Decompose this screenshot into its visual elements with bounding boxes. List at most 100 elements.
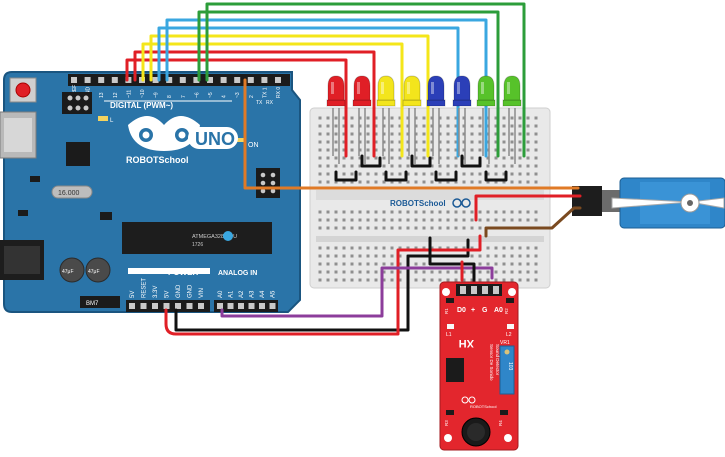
- wire-red-pin12: [133, 50, 376, 158]
- rx-label: RX: [266, 100, 274, 106]
- power-pin-label: 5V: [165, 291, 171, 298]
- led-red: [326, 75, 346, 164]
- digital-pin-label: ~10: [140, 89, 146, 98]
- servo-motor: [572, 177, 725, 229]
- sensor-resistor-label: R4: [498, 420, 503, 426]
- digital-pin-label: ~5: [208, 92, 214, 98]
- power-label-bar: [128, 268, 210, 274]
- smd-part: [18, 210, 28, 216]
- sensor-led-2-label: L2: [506, 332, 512, 338]
- sensor-header: [456, 284, 502, 296]
- pot-screw-icon: [504, 349, 510, 355]
- power-pin-label: GND: [176, 284, 182, 298]
- breadboard-logo-icon: [452, 198, 471, 208]
- sensor-brand: ROBOTSchool: [470, 404, 497, 409]
- wire-orange-pin3: [243, 78, 580, 190]
- wire-green-pin6: [205, 2, 526, 158]
- digital-pin-label: ~3: [235, 92, 241, 98]
- digital-pin-label: 13: [99, 92, 105, 98]
- sensor-pin-label: D0: [457, 307, 466, 314]
- power-pin-label: VIN: [199, 288, 205, 298]
- sensor-resistor: [446, 410, 454, 415]
- digital-pin-label: AREF: [72, 85, 78, 98]
- digital-label: DIGITAL (PWM~): [110, 101, 173, 110]
- wire-yellow-pin11: [141, 42, 404, 158]
- led-row: [326, 75, 522, 164]
- ic-label: BM7: [86, 301, 99, 307]
- sensor-resistor: [446, 298, 454, 303]
- potentiometer: 103 VR1: [499, 340, 515, 395]
- digital-pin-label: 7: [181, 95, 187, 98]
- led-yellow: [402, 75, 422, 164]
- sensor-resistor-label: R3: [444, 420, 449, 426]
- sensor-side-text: Sensor De Sonido: [489, 344, 494, 381]
- digital-pin-label: 4: [222, 95, 228, 98]
- digital-pin-label: ~6: [194, 92, 200, 98]
- led-blue: [452, 75, 472, 164]
- pot-label: VR1: [500, 340, 510, 346]
- cap-2-text: 47μF: [88, 269, 100, 275]
- sensor-ic: [446, 358, 464, 382]
- wire-red-servo: [474, 194, 582, 222]
- tx-label: TX: [256, 100, 263, 106]
- sensor-side-text2: Sound Detector: [495, 344, 500, 376]
- chip-text: ATMEGA328P-PU: [192, 234, 237, 240]
- servo-connector: [572, 186, 602, 216]
- servo-screw-icon: [687, 200, 693, 206]
- wire-purple-a0: [220, 266, 494, 318]
- sensor-pin-label: G: [482, 307, 488, 314]
- robotschool-logo-icon: [128, 116, 200, 151]
- wire-brown-servo: [484, 206, 582, 238]
- brand-text: ROBOTSchool: [126, 155, 189, 165]
- sensor-resistor: [500, 410, 508, 415]
- sensor-pin-label: A0: [494, 307, 503, 314]
- sensor-name: XH: [459, 337, 474, 349]
- capacitor-2: 47μF: [85, 257, 111, 283]
- atmega-chip: ATMEGA328P-PU 1726: [122, 222, 272, 254]
- breadboard-brand: ROBOTSchool: [390, 199, 446, 208]
- mount-hole: [444, 434, 452, 442]
- analog-pin-label: A4: [260, 290, 266, 298]
- led-on: [236, 138, 244, 142]
- analog-header-label: ANALOG IN: [218, 270, 257, 277]
- voltage-regulator: BM7: [80, 296, 120, 308]
- wire-red-5v: [164, 234, 482, 336]
- led-yellow: [376, 75, 396, 164]
- digital-pin-label: TX 1: [262, 87, 268, 98]
- wire-red-pin13: [125, 58, 348, 158]
- model-text: UNO: [195, 129, 235, 149]
- digital-pin-label: 12: [113, 92, 119, 98]
- cap-1-text: 47μF: [62, 269, 74, 275]
- crystal-text: 16.000: [58, 190, 80, 197]
- chip-sub: 1726: [192, 242, 203, 248]
- analog-pin-label: A3: [250, 290, 256, 298]
- mount-hole: [442, 288, 450, 296]
- uno-badge: UNO: [188, 127, 238, 149]
- sensor-logo-icon: [461, 396, 476, 404]
- chip-logo-icon: [223, 231, 233, 241]
- pot-text: 103: [507, 362, 513, 371]
- power-header-label: POWER: [168, 268, 198, 277]
- sensor-resistor: [506, 298, 514, 303]
- digital-pin-label: 2: [249, 95, 255, 98]
- servo-horn: [611, 197, 691, 209]
- icsp-header-right: [256, 168, 280, 198]
- smd-part: [100, 212, 112, 220]
- smd-part: [30, 176, 40, 182]
- mount-hole: [508, 288, 516, 296]
- on-label: ON: [248, 142, 259, 149]
- power-pin-label: 5V: [130, 291, 136, 298]
- wires: [125, 2, 582, 336]
- crystal: 16.000: [51, 185, 93, 199]
- analog-pin-label: A5: [271, 290, 277, 298]
- analog-header: [214, 300, 278, 312]
- power-pin-label: RESET: [142, 278, 148, 298]
- led-blue: [426, 75, 446, 164]
- wire-green-pin7: [197, 10, 500, 158]
- led-l: [98, 116, 108, 121]
- sensor-resistor-label: R1: [444, 308, 449, 314]
- sensor-led-1: [447, 324, 454, 329]
